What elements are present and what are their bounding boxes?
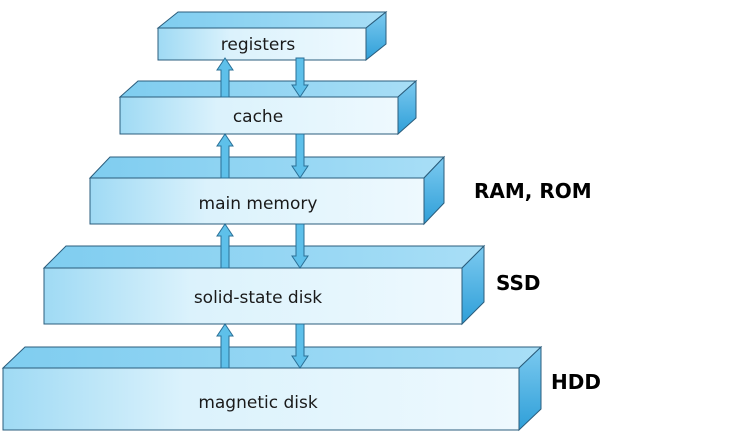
layer-top-face (118, 80, 418, 98)
layer-front-face (43, 267, 463, 325)
transfer-arrows (216, 57, 309, 369)
layer-solid-state-disk: solid-state disk (42, 244, 486, 326)
layer-registers: registers (156, 10, 388, 62)
layer-top-face (156, 11, 388, 29)
layer-front-face (157, 27, 367, 61)
layer-front-face (89, 177, 425, 225)
side-label-ssd: SSD (496, 271, 541, 295)
layer-label-magnetic-disk: magnetic disk (198, 393, 318, 413)
layer-cache: cache (118, 79, 418, 136)
layer-magnetic-disk: magnetic disk (1, 345, 543, 432)
down-arrow-icon (291, 57, 309, 98)
layer-front-face (119, 96, 399, 135)
layer-top-face (88, 156, 446, 179)
down-arrow-icon (291, 133, 309, 179)
up-arrow-icon (216, 323, 234, 369)
up-arrow-icon (216, 57, 234, 98)
layer-top-face (1, 346, 543, 369)
down-arrow-icon (291, 223, 309, 269)
layer-front-face (2, 367, 520, 431)
layer-main-memory: main memory (88, 155, 446, 226)
layer-label-main-memory: main memory (199, 194, 318, 214)
layer-top-face (42, 245, 486, 269)
layer-label-solid-state-disk: solid-state disk (194, 288, 322, 308)
layer-label-registers: registers (221, 35, 296, 55)
side-label-ram-rom: RAM, ROM (474, 179, 592, 203)
up-arrow-icon (216, 133, 234, 179)
up-arrow-icon (216, 223, 234, 269)
side-label-hdd: HDD (551, 370, 601, 394)
down-arrow-icon (291, 323, 309, 369)
layer-label-cache: cache (233, 107, 283, 127)
